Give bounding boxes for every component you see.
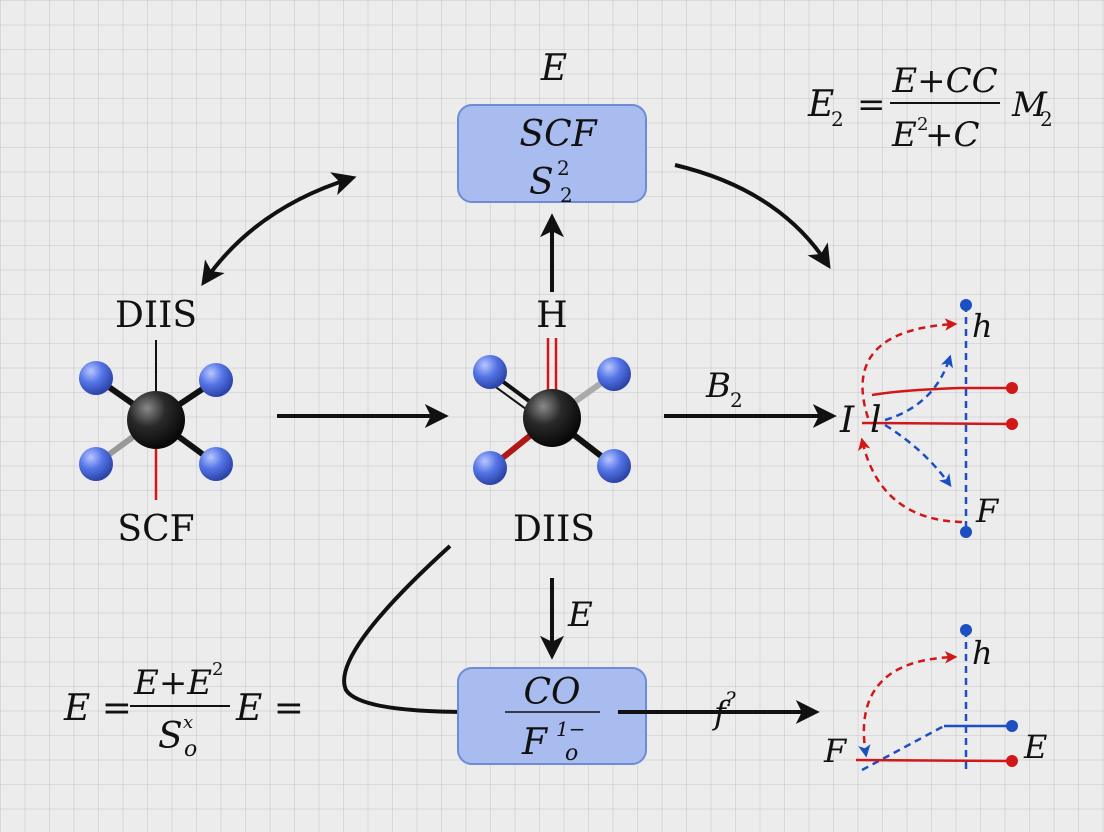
right-curved-arrow	[674, 163, 831, 270]
left-molecule-bottom-label: SCF	[117, 509, 194, 550]
lower-right-label-f: F	[823, 732, 848, 770]
left-molecule-top-label: DIIS	[115, 295, 197, 336]
bottom-box-den-sup: 1−	[556, 717, 585, 741]
bottom-box-den-sub: o	[565, 741, 578, 766]
top-box-label: E	[540, 48, 567, 89]
bottom-co-box: CO F 1− o	[457, 667, 647, 766]
left-eq-tail: E =	[235, 688, 304, 729]
top-eq-den-sup: 2	[917, 114, 928, 135]
atom-blue	[199, 363, 233, 397]
atom-blue	[597, 449, 631, 483]
atom-blue	[473, 355, 507, 389]
upper-right-label-h: h	[972, 307, 993, 345]
arrow-center-right-label-sub: 2	[730, 388, 743, 412]
bottom-box-rect	[457, 667, 647, 765]
left-eq-den-sub: o	[184, 737, 197, 762]
top-equation: E 2 = E+CC E 2 +C M 2	[807, 61, 1053, 155]
center-molecule-bottom-label: DIIS	[513, 509, 595, 550]
top-box-line1: SCF	[519, 114, 598, 155]
center-molecule: H DIIS	[473, 213, 631, 550]
top-eq-equals: =	[857, 85, 886, 125]
top-scf-box: E SCF S 2 2	[457, 48, 647, 207]
top-eq-tail: M	[1011, 85, 1048, 125]
lower-right-orbital-diagram: h F E	[823, 624, 1047, 772]
center-molecule-top-label: H	[536, 295, 567, 336]
upper-right-orbital-diagram: I l h F	[839, 299, 1018, 538]
atom-blue	[79, 447, 113, 481]
left-molecule: DIIS SCF	[79, 295, 233, 550]
left-eq-lhs: E =	[63, 688, 132, 729]
top-eq-numerator: E+CC	[891, 61, 997, 101]
upper-right-label-i: I	[839, 400, 855, 441]
bottom-box-numerator: CO	[523, 672, 580, 713]
atom-blue	[79, 361, 113, 395]
left-double-curved-arrow	[201, 172, 357, 286]
left-eq-den-sup: x	[183, 712, 193, 733]
top-eq-den-base: E	[891, 115, 917, 155]
upper-right-label-f: F	[975, 492, 1000, 530]
atom-blue	[597, 357, 631, 391]
left-eq-numerator: E+E	[133, 663, 212, 703]
top-eq-den-rest: +C	[925, 115, 980, 155]
left-eq-den-base: S	[158, 716, 183, 757]
top-eq-lhs-sub: 2	[831, 107, 844, 131]
bottom-box-den-base: F	[521, 722, 549, 763]
atom-center-black	[127, 391, 185, 449]
atom-center-black	[523, 389, 581, 447]
top-eq-tail-sub: 2	[1040, 107, 1053, 131]
lower-right-label-h: h	[972, 634, 993, 672]
upper-right-label-l: l	[870, 400, 882, 441]
top-box-rect	[457, 104, 647, 203]
atom-blue	[473, 451, 507, 485]
top-box-line2-base: S	[529, 162, 554, 203]
arrow-bottom-right-label-sup: ?	[725, 687, 736, 711]
top-box-line2-sub: 2	[560, 183, 573, 207]
lower-right-label-e: E	[1023, 728, 1047, 766]
left-equation: E = E+E 2 S x o E =	[63, 659, 304, 762]
arrow-center-right-label: B	[705, 366, 731, 406]
top-eq-lhs: E	[807, 84, 834, 125]
arrow-down-label: E	[567, 595, 593, 635]
atom-blue	[199, 447, 233, 481]
top-box-line2-sup: 2	[557, 156, 570, 180]
left-eq-num-sup: 2	[212, 659, 223, 680]
curved-feedback-line	[342, 544, 471, 714]
